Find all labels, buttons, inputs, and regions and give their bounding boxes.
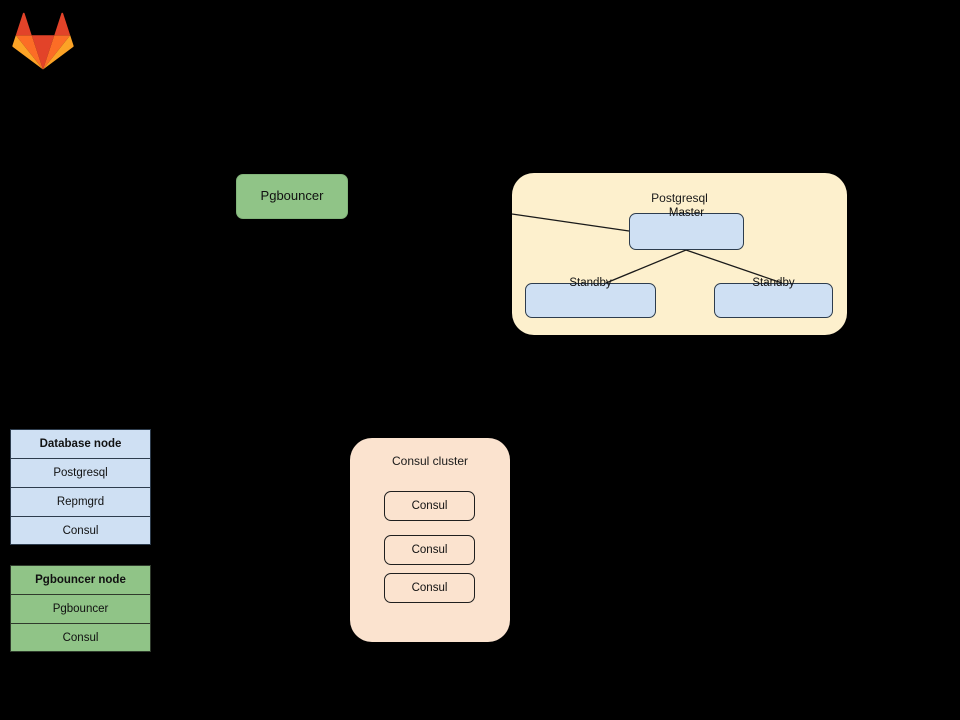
- node-pgbouncer-label: Pgbouncer: [260, 188, 324, 204]
- node-postgres-standby-left-label: Standby: [569, 277, 612, 289]
- node-consul-1[interactable]: Consul: [384, 491, 475, 521]
- legend-database-node-row-consul: Consul: [10, 516, 151, 545]
- gitlab-tanuki-logo: [12, 12, 74, 70]
- node-consul-3-label: Consul: [411, 582, 448, 594]
- legend-pgbouncer-node: Pgbouncer node Pgbouncer Consul: [10, 565, 151, 652]
- legend-database-node-row-repmgrd: Repmgrd: [10, 487, 151, 516]
- node-postgres-standby-left[interactable]: Standby: [525, 277, 656, 318]
- legend-database-node-header: Database node: [10, 429, 151, 458]
- gitlab-logo-svg: [12, 12, 74, 70]
- legend-database-node-row-postgresql: Postgresql: [10, 458, 151, 487]
- node-pgbouncer[interactable]: Pgbouncer: [236, 174, 348, 219]
- legend-database-node: Database node Postgresql Repmgrd Consul: [10, 429, 151, 545]
- node-postgres-standby-right-label: Standby: [752, 277, 795, 289]
- legend-pgbouncer-node-row-pgbouncer: Pgbouncer: [10, 594, 151, 623]
- node-postgres-master[interactable]: Master: [629, 207, 744, 250]
- group-postgresql-title: Postgresql: [651, 191, 708, 205]
- node-consul-2[interactable]: Consul: [384, 535, 475, 565]
- node-consul-3[interactable]: Consul: [384, 573, 475, 603]
- node-consul-2-label: Consul: [411, 544, 448, 556]
- node-consul-1-label: Consul: [411, 500, 448, 512]
- node-postgres-standby-right[interactable]: Standby: [714, 277, 833, 318]
- node-postgres-master-label: Master: [668, 207, 705, 219]
- legend-pgbouncer-node-header: Pgbouncer node: [10, 565, 151, 594]
- legend-pgbouncer-node-row-consul: Consul: [10, 623, 151, 652]
- group-consul-cluster-title: Consul cluster: [391, 454, 469, 468]
